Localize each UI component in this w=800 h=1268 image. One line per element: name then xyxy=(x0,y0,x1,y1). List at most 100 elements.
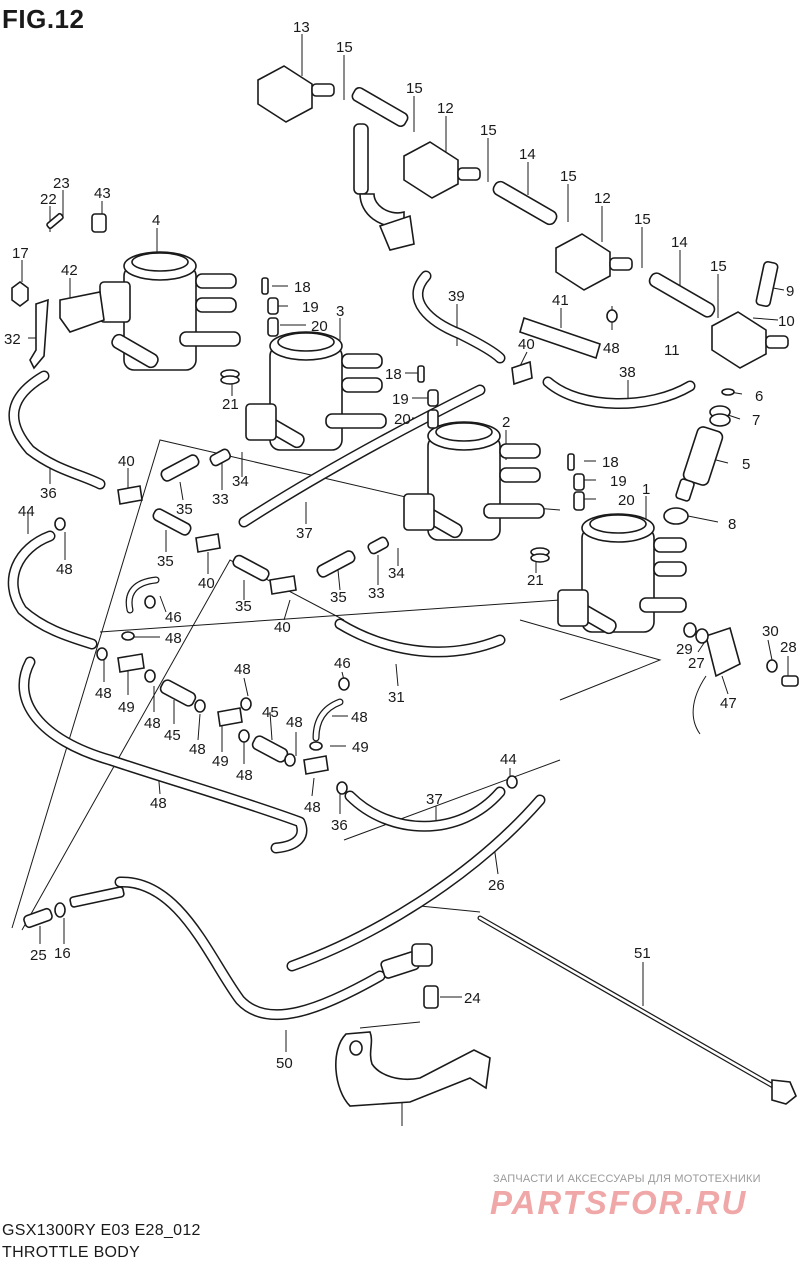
callout-20: 20 xyxy=(618,492,635,509)
callout-8: 8 xyxy=(728,516,736,533)
callout-4: 4 xyxy=(152,212,160,229)
callout-31: 30 xyxy=(762,623,779,640)
callout-3: 3 xyxy=(336,303,344,320)
callout-21: 21 xyxy=(527,572,544,589)
callout-40: 40 xyxy=(518,336,535,353)
callout-32: 32 xyxy=(4,331,21,348)
callout-11: 11 xyxy=(664,342,680,359)
callout-24: 50 xyxy=(276,1055,293,1072)
callout-33: 33 xyxy=(212,491,229,508)
callout-48: 46 xyxy=(334,655,351,672)
callout-39: 39 xyxy=(448,288,465,305)
callout-48: 48 xyxy=(144,715,161,732)
callout-14: 14 xyxy=(671,234,688,251)
callout-36: 36 xyxy=(40,485,57,502)
callout-35: 35 xyxy=(176,501,193,518)
figure-title: FIG.12 xyxy=(2,4,85,34)
pipes xyxy=(152,180,716,763)
watermark-caption: ЗАПЧАСТИ И АКСЕССУАРЫ ДЛЯ МОТОТЕХНИКИ xyxy=(493,1173,761,1185)
callout-2: 2 xyxy=(502,414,510,431)
callout-15: 15 xyxy=(336,39,353,56)
callout-48: 48 xyxy=(234,661,251,678)
callout-44: 44 xyxy=(18,503,35,520)
callout-15: 15 xyxy=(480,122,497,139)
bracket-and-fittings xyxy=(54,309,618,795)
callout-45: 45 xyxy=(164,727,181,744)
callout-47: 48 xyxy=(150,795,167,812)
callout-12: 12 xyxy=(594,190,611,207)
callout-26: 25 xyxy=(30,947,47,964)
callout-19: 19 xyxy=(392,391,409,408)
callout-22: 22 xyxy=(40,191,57,208)
callout-34: 34 xyxy=(388,565,405,582)
throttle-body-1 xyxy=(557,513,687,635)
callout-48: 48 xyxy=(165,630,182,647)
callout-1: 1 xyxy=(642,481,650,498)
callout-36: 31 xyxy=(388,689,405,706)
callout-33: 33 xyxy=(368,585,385,602)
callout-25: 16 xyxy=(54,945,71,962)
callout-15: 15 xyxy=(634,211,651,228)
callout-7: 7 xyxy=(752,412,760,429)
callout-48: 48 xyxy=(189,741,206,758)
callout-37: 26 xyxy=(488,877,505,894)
callout-40: 40 xyxy=(198,575,215,592)
callout-17: 17 xyxy=(12,245,29,262)
callout-40: 40 xyxy=(274,619,291,636)
callout-15: 15 xyxy=(710,258,727,275)
callout-49: 49 xyxy=(212,753,229,770)
callout-44: 37 xyxy=(426,791,443,808)
callout-35: 35 xyxy=(330,589,347,606)
throttle-body-2 xyxy=(403,421,545,541)
callout-15: 15 xyxy=(560,168,577,185)
callout-labels: 13 15 15 12 15 14 15 12 15 14 15 9 10 11… xyxy=(4,19,797,1072)
callout-20: 20 xyxy=(311,318,328,335)
callout-38: 38 xyxy=(619,364,636,381)
model-code: GSX1300RY E03 E28_012 xyxy=(2,1222,201,1239)
throttle-cable-and-rod xyxy=(23,876,797,1107)
callout-27: 47 xyxy=(720,695,737,712)
callout-23: 23 xyxy=(53,175,70,192)
screw-spring-sets xyxy=(261,277,585,511)
callout-18: 18 xyxy=(602,454,619,471)
callout-14: 14 xyxy=(519,146,536,163)
callout-34: 34 xyxy=(232,473,249,490)
throttle-body-4 xyxy=(99,251,241,371)
callout-20: 20 xyxy=(394,411,411,428)
hoses xyxy=(7,270,696,972)
callout-48: 48 xyxy=(95,685,112,702)
callout-15: 15 xyxy=(406,80,423,97)
callout-37: 37 xyxy=(296,525,313,542)
callout-48: 48 xyxy=(286,714,303,731)
callout-48: 48 xyxy=(236,767,253,784)
callout-9: 9 xyxy=(786,283,794,300)
callout-48: 44 xyxy=(500,751,517,768)
callout-46: 48 xyxy=(351,709,368,726)
injector-parts xyxy=(663,388,799,735)
callout-13: 13 xyxy=(293,19,310,36)
fuel-rail-parts xyxy=(257,65,789,369)
callout-42: 42 xyxy=(61,262,78,279)
callout-18: 18 xyxy=(294,279,311,296)
throttle-body-3 xyxy=(245,331,387,451)
left-small-parts xyxy=(11,212,550,563)
callout-35: 35 xyxy=(235,598,252,615)
callout-46: 46 xyxy=(165,609,182,626)
callout-48: 49 xyxy=(352,739,369,756)
callout-19: 19 xyxy=(610,473,627,490)
callout-19: 19 xyxy=(302,299,319,316)
callout-35: 35 xyxy=(157,553,174,570)
callout-48: 48 xyxy=(603,340,620,357)
callout-12: 12 xyxy=(437,100,454,117)
callout-29: 27 xyxy=(688,655,705,672)
watermark-logo: PARTSFOR.RU xyxy=(490,1184,748,1221)
callout-16: 51 xyxy=(634,945,651,962)
callout-48: 48 xyxy=(56,561,73,578)
callout-51: 24 xyxy=(464,990,481,1007)
callout-5: 5 xyxy=(742,456,750,473)
callout-6: 6 xyxy=(755,388,763,405)
callout-18: 18 xyxy=(385,366,402,383)
callout-30: 28 xyxy=(780,639,797,656)
callout-10: 10 xyxy=(778,313,795,330)
